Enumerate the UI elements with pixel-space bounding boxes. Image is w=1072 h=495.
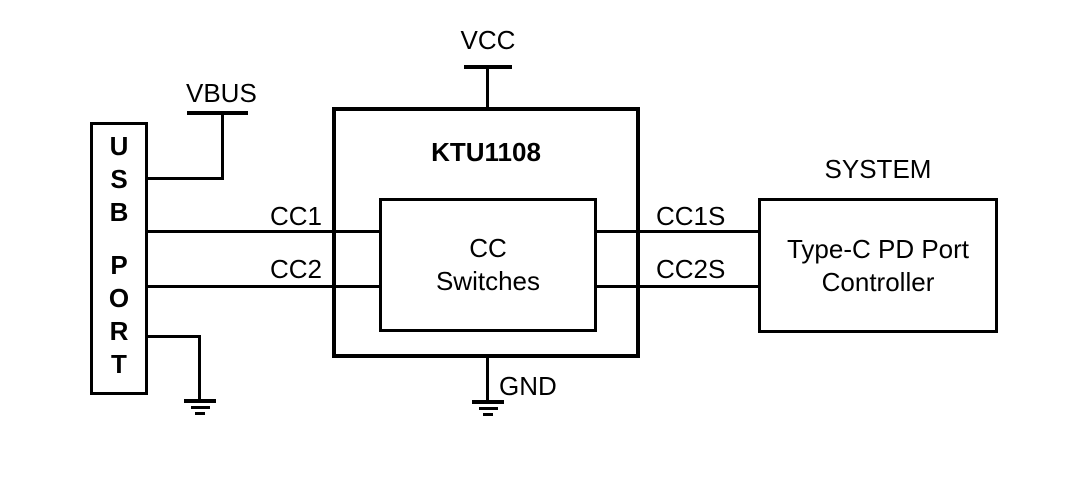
ground-bar <box>472 400 504 404</box>
cc2-label: CC2 <box>269 254 322 284</box>
usb-ground-icon <box>184 399 216 415</box>
vbus-label: VBUS <box>186 78 257 108</box>
ground-bar <box>478 407 498 410</box>
ground-bar <box>184 399 216 403</box>
cc2s-wire <box>597 285 758 288</box>
cc2-wire <box>146 285 379 288</box>
vbus-wire-horizontal <box>146 177 224 180</box>
ground-bar <box>195 412 205 415</box>
usb-port-label-port: PORT <box>108 250 130 379</box>
cc1-wire <box>146 230 379 233</box>
pd-controller-label: Type-C PD Port Controller <box>787 233 969 299</box>
cc1s-label: CC1S <box>656 201 726 231</box>
vbus-power-bar-icon <box>187 111 248 115</box>
ktu1108-title: KTU1108 <box>431 137 541 167</box>
cc1-label: CC1 <box>269 201 322 231</box>
cc-switches-line1: CC <box>469 233 507 263</box>
usb-port-box: USB PORT <box>90 122 148 395</box>
system-label: SYSTEM <box>824 154 932 184</box>
gnd-label: GND <box>499 371 557 401</box>
pd-controller-box: Type-C PD Port Controller <box>758 198 998 333</box>
ground-bar <box>190 406 210 409</box>
ktu-ground-icon <box>472 400 504 416</box>
usb-ground-wire-horizontal <box>145 335 201 338</box>
vcc-label: VCC <box>460 25 516 55</box>
vcc-wire <box>486 65 489 111</box>
gnd-wire <box>486 356 489 402</box>
cc-switches-box: CC Switches <box>379 198 597 332</box>
cc-switches-label: CC Switches <box>436 232 540 298</box>
vbus-wire-vertical <box>221 111 224 180</box>
pd-controller-line1: Type-C PD Port <box>786 233 970 264</box>
cc1s-wire <box>597 230 758 233</box>
cc-switches-line2: Switches <box>435 266 541 296</box>
cc2s-label: CC2S <box>656 254 726 284</box>
usb-port-label-usb: USB <box>109 131 129 227</box>
usb-ground-wire-vertical <box>198 335 201 399</box>
ground-bar <box>483 413 493 416</box>
pd-controller-line2: Controller <box>821 266 935 297</box>
